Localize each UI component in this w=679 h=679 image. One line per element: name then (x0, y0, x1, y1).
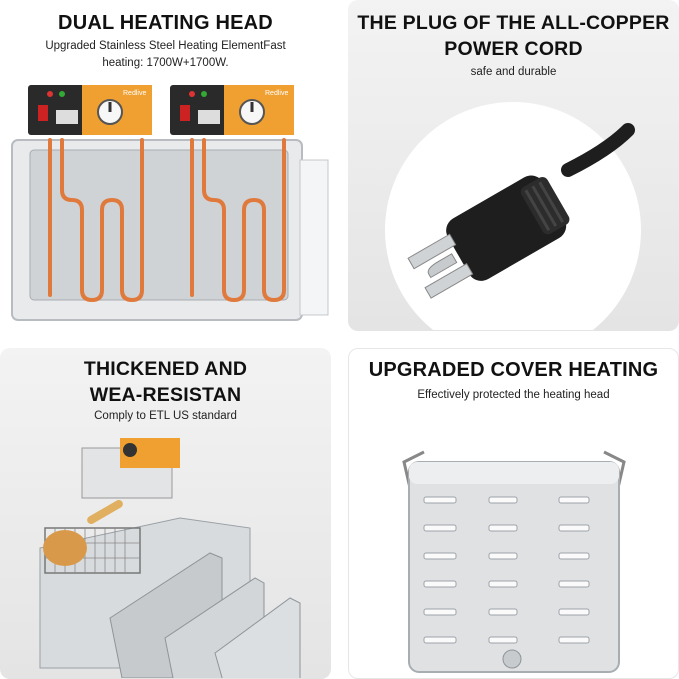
dual-heating-panel: DUAL HEATING HEAD Upgraded Stainless Ste… (0, 0, 331, 331)
cover-heating-subtitle: Effectively protected the heating head (417, 389, 610, 401)
dual-heating-subtitle-line1: Upgraded Stainless Steel Heating Element… (45, 40, 286, 52)
power-cord-title-line1: THE PLUG OF THE ALL-COPPER (357, 12, 670, 34)
dual-heating-subtitle-line2: heating: 1700W+1700W. (102, 57, 229, 69)
dual-heating-title: DUAL HEATING HEAD (58, 12, 273, 34)
cover-heating-title: UPGRADED COVER HEATING (368, 359, 659, 381)
right-head-brand: Redlive (265, 90, 288, 97)
power-cord-subtitle: safe and durable (470, 66, 557, 78)
thickened-title-line2: WEA-RESISTAN (89, 384, 242, 406)
thickened-subtitle: Comply to ETL US standard (94, 410, 237, 422)
fryer-sheets-image (39, 438, 301, 678)
cover-heating-panel: UPGRADED COVER HEATING Effectively prote… (348, 348, 679, 679)
fryer-top-image: Redlive Redlive (11, 85, 329, 321)
thickened-title-line1: THICKENED AND (83, 358, 248, 380)
left-head-brand: Redlive (123, 90, 146, 97)
power-cord-title-line2: POWER CORD (444, 38, 583, 60)
power-cord-title: THE PLUG OF THE ALL-COPPER POWER CORD (348, 10, 679, 62)
power-cord-panel: THE PLUG OF THE ALL-COPPER POWER CORD sa… (348, 0, 679, 331)
plug-image (385, 102, 641, 330)
thickened-panel: THICKENED AND WEA-RESISTAN Comply to ETL… (0, 348, 331, 679)
dual-heating-subtitle: Upgraded Stainless Steel Heating Element… (0, 38, 331, 72)
thickened-title: THICKENED AND WEA-RESISTAN (0, 356, 331, 408)
cover-image (402, 450, 626, 673)
